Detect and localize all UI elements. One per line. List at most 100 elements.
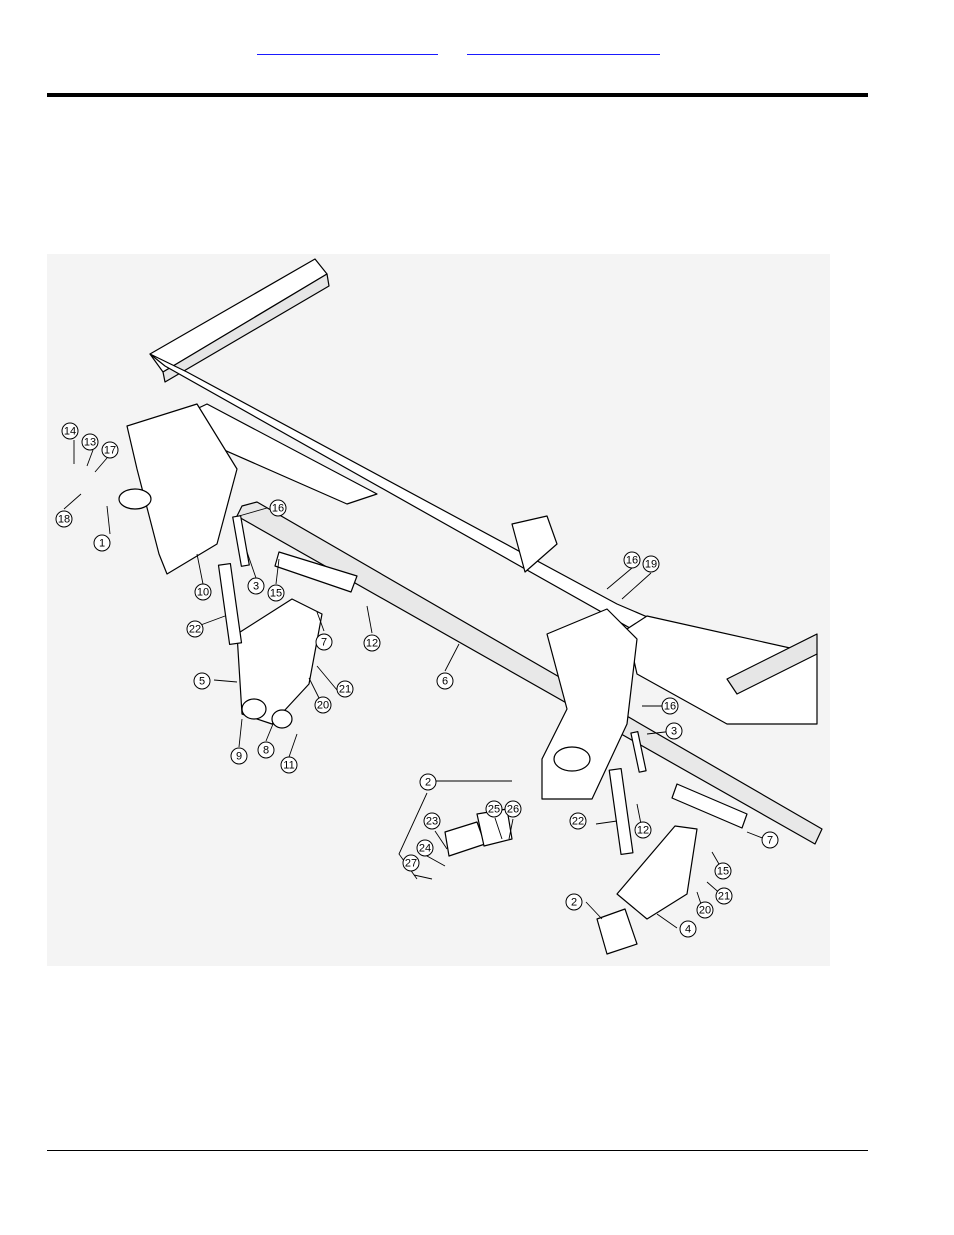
callout-22: 22 bbox=[186, 620, 204, 638]
callout-label: 6 bbox=[442, 676, 448, 688]
callout-label: 26 bbox=[507, 804, 519, 816]
callout-label: 8 bbox=[263, 745, 269, 757]
callout-circle bbox=[402, 854, 420, 872]
callout-label: 19 bbox=[645, 559, 657, 571]
callout-6: 6 bbox=[436, 672, 454, 690]
callout-16: 16 bbox=[661, 697, 679, 715]
callout-circle bbox=[485, 800, 503, 818]
callout-label: 16 bbox=[626, 555, 638, 567]
callout-27: 27 bbox=[402, 854, 420, 872]
callout-label: 1 bbox=[99, 538, 105, 550]
callout-7: 7 bbox=[761, 831, 779, 849]
callout-circle bbox=[569, 812, 587, 830]
callout-20: 20 bbox=[314, 696, 332, 714]
callout-circle bbox=[186, 620, 204, 638]
callout-20: 20 bbox=[696, 901, 714, 919]
callout-label: 16 bbox=[272, 503, 284, 515]
callout-9: 9 bbox=[230, 747, 248, 765]
callout-5: 5 bbox=[193, 672, 211, 690]
callout-label: 7 bbox=[767, 835, 773, 847]
callout-24: 24 bbox=[416, 839, 434, 857]
callout-label: 16 bbox=[664, 701, 676, 713]
callout-circle bbox=[336, 680, 354, 698]
callout-circle bbox=[267, 584, 285, 602]
header-rule bbox=[47, 93, 868, 97]
callout-4: 4 bbox=[679, 920, 697, 938]
callout-circle bbox=[315, 633, 333, 651]
callout-circle bbox=[661, 697, 679, 715]
callout-label: 15 bbox=[270, 588, 282, 600]
callout-label: 12 bbox=[637, 825, 649, 837]
callout-label: 3 bbox=[253, 581, 259, 593]
callout-2: 2 bbox=[565, 893, 583, 911]
callout-label: 27 bbox=[405, 858, 417, 870]
callout-circle bbox=[634, 821, 652, 839]
callout-label: 24 bbox=[419, 843, 431, 855]
bushing bbox=[271, 709, 293, 729]
callout-10: 10 bbox=[194, 583, 212, 601]
callout-16: 16 bbox=[623, 551, 641, 569]
upper-frame-arm bbox=[149, 258, 328, 373]
callout-11: 11 bbox=[280, 756, 298, 774]
callout-circle bbox=[61, 422, 79, 440]
callout-18: 18 bbox=[55, 510, 73, 528]
callout-label: 4 bbox=[685, 924, 691, 936]
callout-circle bbox=[565, 893, 583, 911]
callout-circle bbox=[269, 499, 287, 517]
callout-label: 20 bbox=[699, 905, 711, 917]
right-adjuster bbox=[671, 783, 748, 829]
callout-16: 16 bbox=[269, 499, 287, 517]
callout-3: 3 bbox=[665, 722, 683, 740]
clamp-half-1 bbox=[444, 821, 486, 857]
transverse-tube bbox=[236, 501, 823, 845]
callout-circle bbox=[314, 696, 332, 714]
callout-label: 22 bbox=[189, 624, 201, 636]
callout-label: 18 bbox=[58, 514, 70, 526]
callout-circle bbox=[93, 534, 111, 552]
callout-circle bbox=[247, 577, 265, 595]
callout-13: 13 bbox=[81, 433, 99, 451]
callout-circle bbox=[101, 441, 119, 459]
callout-label: 10 bbox=[197, 587, 209, 599]
right-lift-arm bbox=[616, 825, 698, 920]
right-cylinder bbox=[608, 767, 634, 856]
callout-circle bbox=[679, 920, 697, 938]
left-lift-arm bbox=[236, 598, 323, 725]
left-hitch-bracket bbox=[126, 403, 238, 575]
callout-circle bbox=[193, 672, 211, 690]
callout-26: 26 bbox=[504, 800, 522, 818]
callout-circle bbox=[504, 800, 522, 818]
callout-21: 21 bbox=[336, 680, 354, 698]
callout-22: 22 bbox=[569, 812, 587, 830]
callout-circle bbox=[715, 887, 733, 905]
right-main-bracket bbox=[541, 608, 638, 800]
callout-label: 15 bbox=[717, 866, 729, 878]
callout-14: 14 bbox=[61, 422, 79, 440]
header-link-2[interactable] bbox=[467, 40, 660, 55]
callout-15: 15 bbox=[714, 862, 732, 880]
callout-label: 7 bbox=[321, 637, 327, 649]
callout-circle bbox=[761, 831, 779, 849]
callout-25: 25 bbox=[485, 800, 503, 818]
callout-21: 21 bbox=[715, 887, 733, 905]
footer-rule bbox=[47, 1150, 868, 1151]
callout-circle bbox=[623, 551, 641, 569]
callout-circle bbox=[257, 741, 275, 759]
upper-mount-plate bbox=[511, 515, 558, 573]
callout-label: 20 bbox=[317, 700, 329, 712]
callout-circle bbox=[55, 510, 73, 528]
callout-12: 12 bbox=[634, 821, 652, 839]
callout-circle bbox=[81, 433, 99, 451]
callout-circle bbox=[423, 812, 441, 830]
callout-label: 21 bbox=[718, 891, 730, 903]
callout-1: 1 bbox=[93, 534, 111, 552]
callout-circle bbox=[665, 722, 683, 740]
callout-7: 7 bbox=[315, 633, 333, 651]
callout-3: 3 bbox=[247, 577, 265, 595]
header-link-1[interactable] bbox=[257, 40, 438, 55]
callout-label: 13 bbox=[84, 437, 96, 449]
callout-label: 21 bbox=[339, 684, 351, 696]
callout-label: 2 bbox=[425, 777, 431, 789]
callout-23: 23 bbox=[423, 812, 441, 830]
